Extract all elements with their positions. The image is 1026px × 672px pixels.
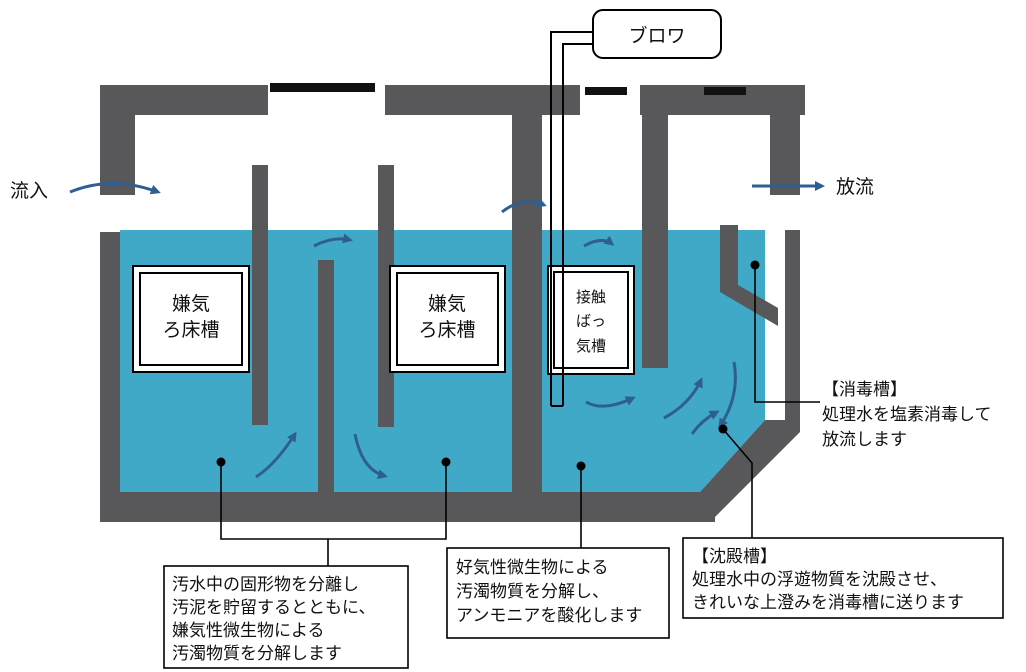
anaerobic-media-box-2: 嫌気ろ床槽 [389,265,506,373]
anaerobic-note: 汚水中の固形物を分離し汚泥を貯留するとともに、嫌気性微生物による汚濁物質を分解し… [163,565,409,669]
blower-box: ブロワ [592,9,722,59]
aerobic-note: 好気性微生物による汚濁物質を分解し、アンモニアを酸化します [446,547,670,639]
contact-aeration-label: 接触ばっ気槽 [576,288,606,355]
contact-aeration-box: 接触ばっ気槽 [547,265,635,375]
manhole-covers [270,83,746,95]
anaerobic-media-label-2: 嫌気ろ床槽 [418,293,475,341]
leader-lines [220,266,820,566]
inflow-label: 流入 [10,180,48,202]
outflow-label: 放流 [836,176,874,198]
sedimentation-note: 【沈殿槽】処理水中の浮遊物質を沈殿させ、きれいな上澄みを消毒槽に送ります [682,537,1004,619]
anaerobic-media-label-1: 嫌気ろ床槽 [162,293,219,341]
svg-text:【沈殿槽】処理水中の浮遊物質を沈殿させ、きれいな上澄みを消毒: 【沈殿槽】処理水中の浮遊物質を沈殿させ、きれいな上澄みを消毒槽に送ります [692,547,964,613]
disinfection-note: 【消毒槽】処理水を塩素消毒して放流します [822,380,992,450]
anaerobic-media-box-1: 嫌気ろ床槽 [132,265,250,373]
blower-label: ブロワ [628,24,685,47]
leader-dots [216,260,760,471]
tank-walls [100,85,805,522]
inflow-arrow [69,182,161,195]
svg-text:好気性微生物による汚濁物質を分解し、アンモニアを酸化します: 好気性微生物による汚濁物質を分解し、アンモニアを酸化します [456,558,642,626]
svg-text:汚水中の固形物を分離し汚泥を貯留するとともに、嫌気性微生物に: 汚水中の固形物を分離し汚泥を貯留するとともに、嫌気性微生物による汚濁物質を分解し… [172,575,376,664]
blower-pipe [550,31,596,407]
flow-arrows [69,181,825,480]
